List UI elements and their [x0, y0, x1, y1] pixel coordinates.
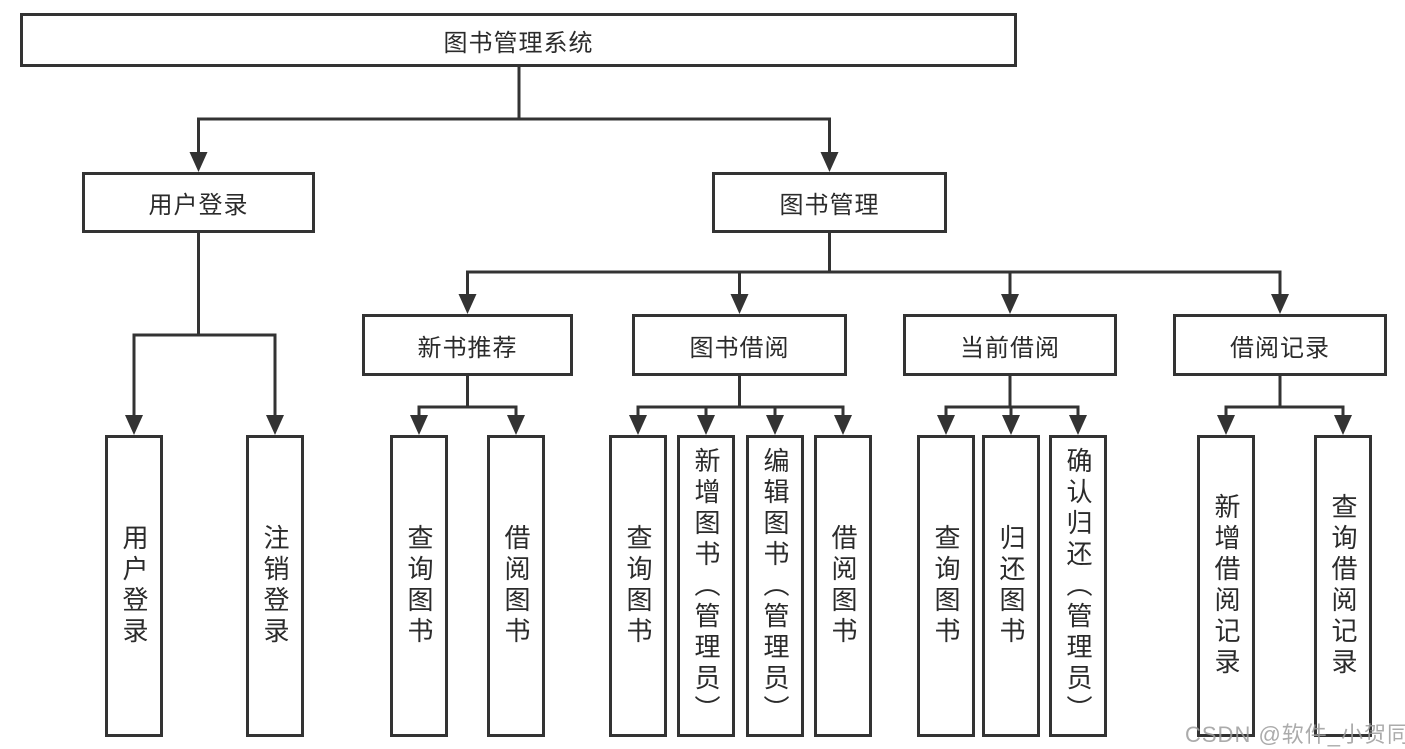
leaf-edit-books-admin-label: 编辑图书（管理员）	[760, 446, 790, 726]
node-new-book-recommend-label: 新书推荐	[417, 334, 518, 362]
leaf-logout-label: 注销登录	[260, 524, 290, 648]
leaf-query-books-3: 查询图书	[917, 435, 975, 737]
node-new-book-recommend: 新书推荐	[362, 314, 573, 376]
node-root-system: 图书管理系统	[20, 13, 1017, 67]
leaf-confirm-return-admin-label: 确认归还（管理员）	[1063, 446, 1093, 726]
node-current-borrow: 当前借阅	[903, 314, 1117, 376]
node-book-management-label: 图书管理	[779, 192, 880, 219]
leaf-add-borrow-record-label: 新增借阅记录	[1211, 493, 1241, 679]
leaf-query-books-3-label: 查询图书	[931, 524, 961, 648]
csdn-watermark: CSDN @软件_小贺同学	[1185, 722, 1405, 747]
leaf-add-borrow-record: 新增借阅记录	[1197, 435, 1255, 737]
leaf-logout: 注销登录	[246, 435, 304, 737]
node-borrow-records: 借阅记录	[1173, 314, 1387, 376]
leaf-query-borrow-record: 查询借阅记录	[1314, 435, 1372, 737]
node-borrow-records-label: 借阅记录	[1230, 334, 1330, 362]
node-current-borrow-label: 当前借阅	[960, 334, 1060, 362]
leaf-add-books-admin-label: 新增图书（管理员）	[691, 446, 721, 726]
leaf-user-login: 用户登录	[105, 435, 163, 737]
leaf-query-books-2: 查询图书	[609, 435, 667, 737]
node-root-label: 图书管理系统	[443, 29, 594, 57]
leaf-borrow-books-1: 借阅图书	[487, 435, 545, 737]
node-user-login: 用户登录	[82, 172, 315, 233]
leaf-borrow-books-2-label: 借阅图书	[828, 524, 858, 648]
leaf-borrow-books-1-label: 借阅图书	[501, 524, 531, 648]
leaf-query-borrow-record-label: 查询借阅记录	[1328, 493, 1358, 679]
leaf-user-login-label: 用户登录	[119, 524, 149, 648]
leaf-return-books: 归还图书	[982, 435, 1040, 737]
leaf-return-books-label: 归还图书	[996, 524, 1026, 648]
node-book-borrow: 图书借阅	[632, 314, 847, 376]
leaf-query-books-1-label: 查询图书	[404, 524, 434, 648]
node-book-borrow-label: 图书借阅	[689, 334, 790, 362]
node-book-management: 图书管理	[712, 172, 947, 233]
leaf-edit-books-admin: 编辑图书（管理员）	[746, 435, 804, 737]
leaf-borrow-books-2: 借阅图书	[814, 435, 872, 737]
leaf-add-books-admin: 新增图书（管理员）	[677, 435, 735, 737]
leaf-query-books-1: 查询图书	[390, 435, 448, 737]
leaf-confirm-return-admin: 确认归还（管理员）	[1049, 435, 1107, 737]
node-user-login-label: 用户登录	[148, 192, 249, 219]
leaf-query-books-2-label: 查询图书	[623, 524, 653, 648]
